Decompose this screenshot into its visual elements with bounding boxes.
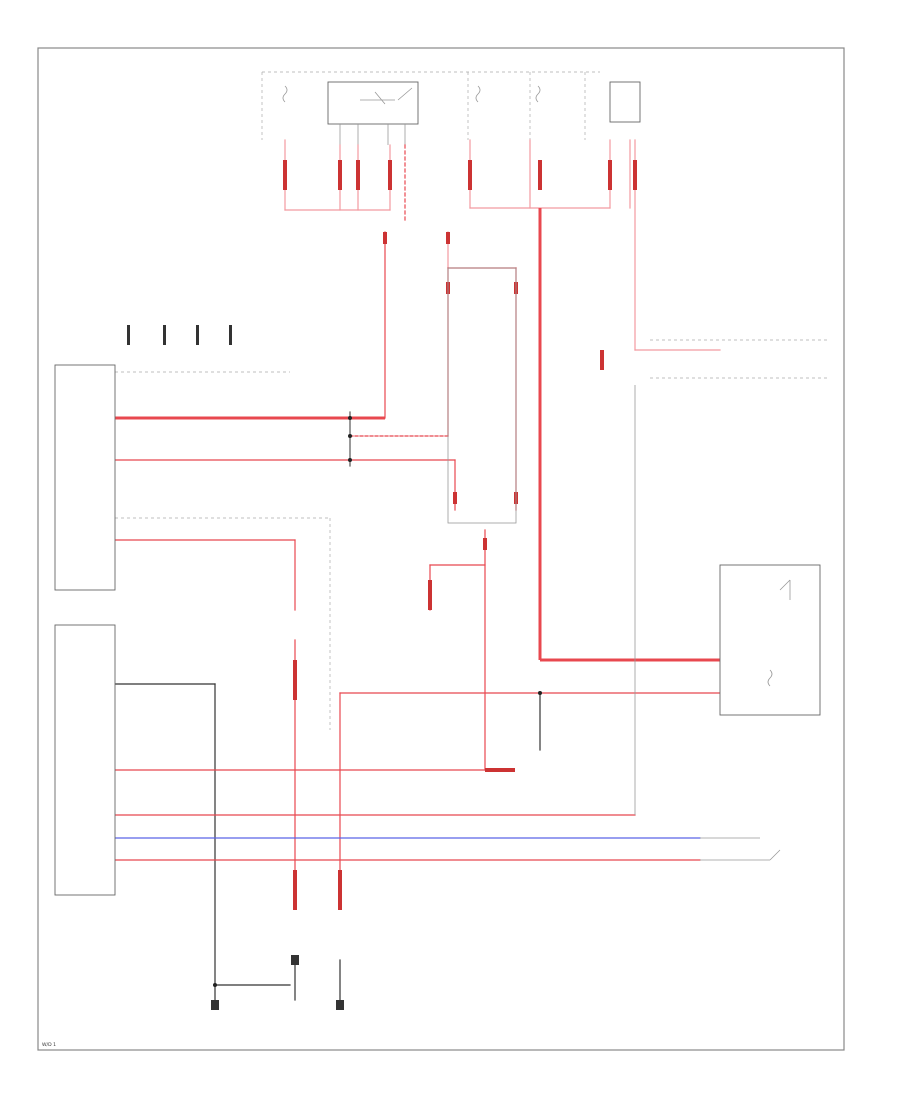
fuse-box-right — [719, 564, 821, 716]
left-stubs — [127, 325, 232, 345]
relay-box — [327, 81, 419, 125]
tiny-labels: W/D 1 — [42, 1042, 56, 1048]
connectors — [283, 160, 637, 910]
center-module — [447, 267, 517, 524]
corner-code: W/D 1 — [42, 1042, 56, 1048]
data-link-connector-box — [609, 81, 641, 123]
left-module-lower — [54, 624, 116, 896]
top-fuse-area — [261, 71, 641, 145]
diagram-frame — [37, 47, 845, 1051]
left-module-upper — [54, 364, 116, 591]
splices — [211, 416, 542, 1010]
wiring — [114, 139, 821, 1006]
